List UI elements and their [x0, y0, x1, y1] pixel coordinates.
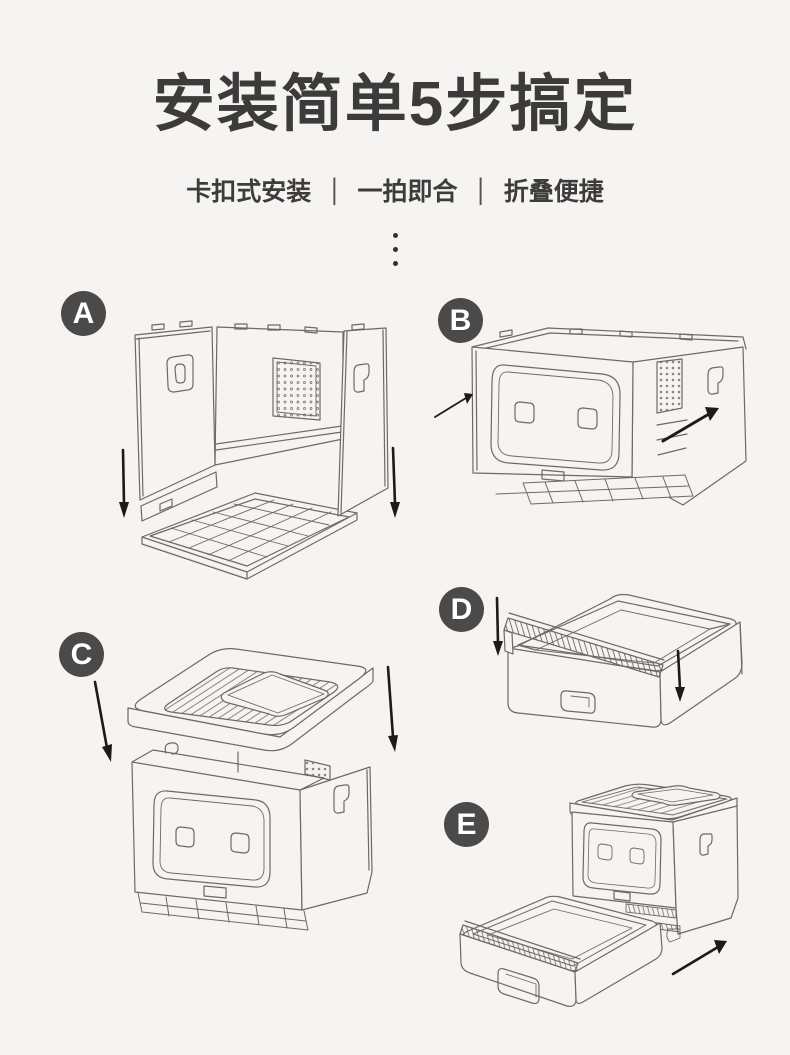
subtitle-separator: |	[477, 172, 484, 207]
diagonal-arrow-icon	[434, 393, 719, 443]
vertical-ellipsis-icon	[0, 233, 790, 266]
base-grid-tray	[141, 492, 358, 580]
front-door-panel	[471, 346, 634, 482]
down-arrow-icon	[119, 446, 400, 518]
lid-opening	[220, 671, 329, 717]
door-window	[582, 822, 662, 895]
step-b-badge: B	[438, 298, 483, 343]
sieve-grate-strip	[503, 612, 665, 678]
step-c-badge: C	[59, 632, 104, 677]
subtitle-item-3: 折叠便捷	[503, 178, 604, 206]
drawer-handle	[497, 967, 540, 1005]
side-handle	[333, 784, 350, 814]
litter-box	[569, 783, 739, 943]
step-d-badge: D	[439, 587, 484, 632]
step-e-illustration	[430, 782, 790, 1027]
right-wall-panel	[337, 323, 389, 517]
top-lid	[127, 648, 374, 752]
box-body	[131, 742, 373, 931]
door-window	[152, 790, 271, 888]
drawer-handle	[560, 690, 596, 714]
clip-handle	[166, 354, 194, 393]
latch	[203, 885, 227, 899]
door-window	[490, 364, 621, 471]
vent-panel	[656, 358, 683, 414]
side-handle	[699, 833, 713, 856]
base-grid	[137, 892, 309, 931]
side-handle	[353, 363, 370, 393]
step-e-badge: E	[444, 802, 489, 847]
down-arrow-icon	[93, 665, 398, 762]
step-b-illustration	[430, 305, 770, 550]
subtitle-item-2: 一拍即合	[357, 178, 458, 206]
pulled-drawer	[459, 895, 663, 1007]
vent-panel	[272, 357, 321, 421]
latch	[613, 890, 631, 902]
left-wall-panel	[134, 320, 218, 522]
subtitle-separator: |	[331, 172, 338, 207]
step-d-illustration	[438, 583, 770, 783]
right-face	[672, 805, 739, 935]
right-wall	[299, 766, 373, 911]
base-grid	[495, 474, 694, 505]
down-arrow-icon	[493, 596, 685, 702]
latch	[541, 469, 565, 482]
page-title: 安装简单5步搞定	[152, 70, 638, 139]
step-a-badge: A	[61, 291, 106, 336]
front-right-face	[574, 922, 663, 1005]
side-handle	[707, 366, 724, 395]
subtitle-item-1: 卡扣式安装	[186, 178, 312, 206]
diagonal-arrow-icon	[671, 940, 727, 976]
lid-opening	[631, 785, 721, 806]
subtitle: 卡扣式安装 | 一拍即合 | 折叠便捷	[0, 172, 790, 208]
inner-hook	[164, 742, 179, 755]
step-a-illustration	[100, 308, 422, 590]
back-wall-panel	[214, 323, 344, 466]
vent-panel	[304, 759, 331, 781]
step-c-illustration	[58, 640, 458, 958]
